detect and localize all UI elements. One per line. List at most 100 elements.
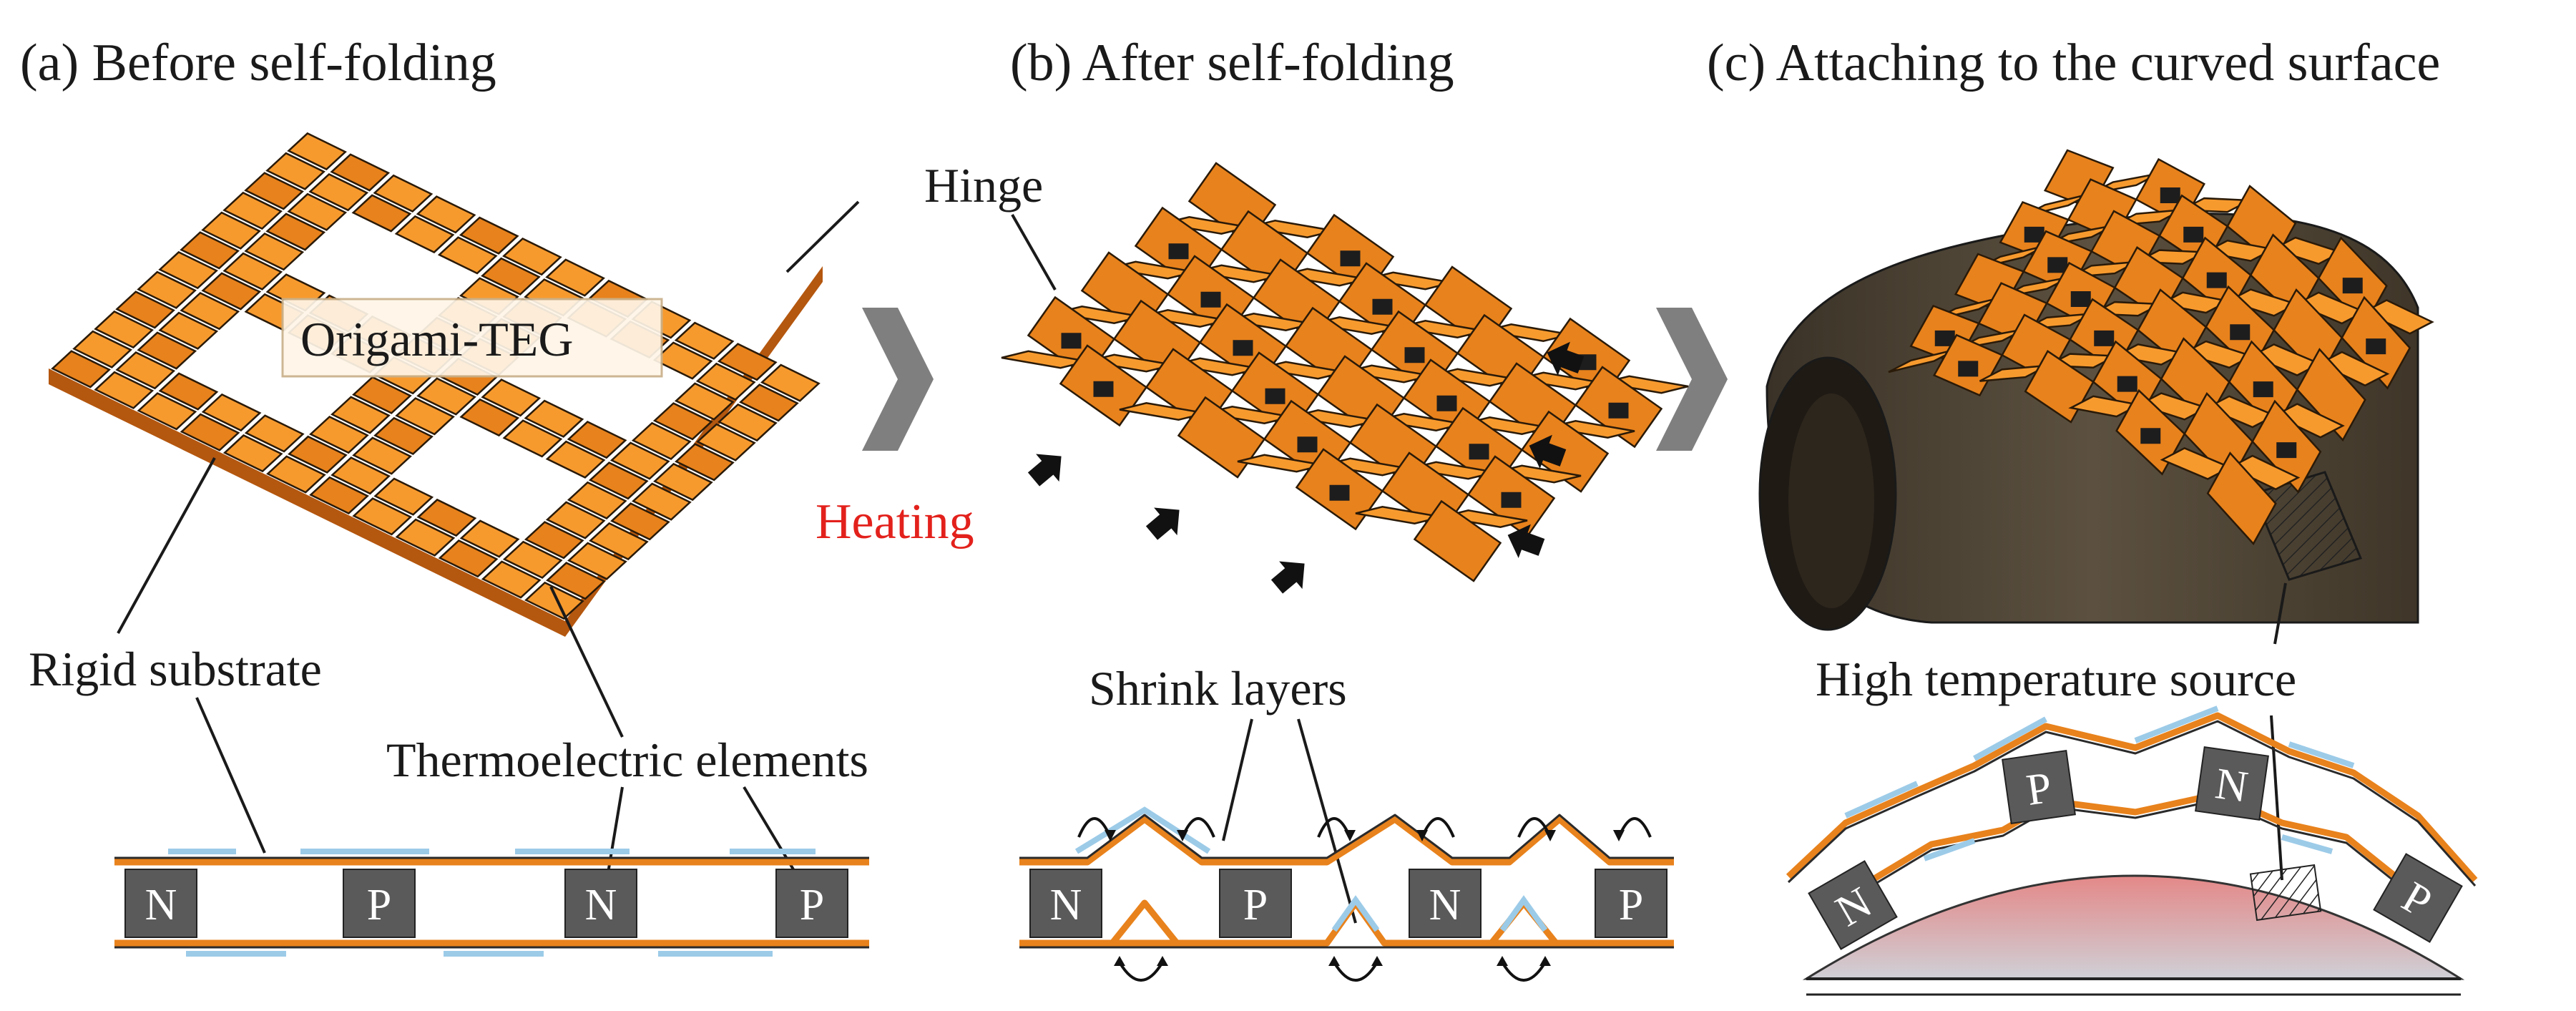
high-temperature-source-label: High temperature source (1816, 652, 2296, 706)
substrate-tile (717, 343, 778, 381)
substrate-tile (94, 310, 154, 349)
substrate-tile (244, 414, 305, 453)
hinge-shadow (2047, 257, 2068, 273)
hinge-shadow (2094, 330, 2115, 346)
substrate-tile (158, 311, 219, 350)
substrate-tile (180, 292, 240, 331)
hinge-label: Hinge (924, 158, 1043, 213)
element-label-a-4: P (800, 881, 824, 929)
element-label-a-3: N (585, 881, 617, 929)
substrate-tile (481, 257, 541, 296)
origami-teg-label-box (281, 298, 663, 378)
hinge-shadow (1501, 492, 1522, 508)
te-element-a-4 (775, 869, 848, 938)
substrate-tile (222, 191, 283, 230)
substrate-tile (632, 482, 692, 521)
hinge-shadow (2253, 381, 2273, 398)
substrate-tile (481, 378, 542, 417)
substrate-tile (395, 518, 456, 557)
bend-arrow-head (1497, 956, 1508, 966)
bend-arrow-icon (1617, 817, 1652, 838)
bend-arrow-head (1539, 956, 1551, 966)
bend-arrow-head (1114, 956, 1125, 966)
substrate-tile (674, 321, 735, 360)
substrate-tile (72, 330, 132, 368)
panel-c-title: (c) Attaching to the curved surface (1707, 34, 2440, 92)
substrate-tile (137, 392, 197, 431)
substrate-tile (588, 461, 649, 500)
hinge-shadow (1469, 444, 1489, 460)
substrate-tile (158, 372, 219, 411)
substrate-tile (545, 501, 606, 539)
substrate-tile (288, 435, 348, 474)
substrate-tile (180, 413, 240, 451)
substrate-tile (718, 403, 778, 442)
folded-tile (2362, 299, 2434, 335)
bottom-shrink-layer (1019, 899, 1674, 947)
substrate-tile (330, 153, 391, 192)
te-element-b-2 (1219, 869, 1292, 938)
te-element-c-1 (1808, 860, 1898, 950)
substrate-tile (567, 421, 627, 459)
hinge-shadow (2183, 226, 2204, 243)
compress-arrow-icon (1145, 507, 1180, 540)
te-element-c-4 (2373, 853, 2463, 943)
substrate-tile (244, 233, 305, 271)
substrate-tile (309, 416, 369, 454)
right-arrow-icon (862, 308, 934, 451)
hinge-shadow (2366, 338, 2386, 355)
substrate-leader (117, 457, 216, 634)
heat-source-dome (1802, 874, 2465, 980)
substrate-tile (351, 194, 412, 233)
hinge-leader-a (785, 200, 860, 273)
substrate-leader-2 (195, 697, 266, 854)
curved-surface-scene (1758, 149, 2434, 631)
substrate-tile (287, 192, 348, 231)
substrate-tile (222, 434, 283, 473)
substrate-tile (352, 497, 413, 536)
substrate-tile (567, 481, 627, 519)
compress-arrow-icon (1270, 561, 1305, 594)
substrate-tile (416, 498, 477, 537)
panel-b-title: (b) After self-folding (1010, 34, 1454, 92)
substrate-tile (524, 521, 584, 560)
cross-section-curved: N P N P (1786, 705, 2478, 996)
hinge-shadow (1093, 381, 1114, 397)
folded-tile (1177, 396, 1266, 479)
substrate-tile (524, 581, 584, 620)
substrate-tile (695, 362, 756, 401)
substrate-tile (545, 440, 606, 479)
bend-arrow-head (1416, 830, 1428, 841)
hinge-shadow (1329, 484, 1350, 501)
origami-teg-label: Origami-TEG (300, 312, 573, 366)
folded-tile (2228, 454, 2301, 491)
folded-tile (2273, 403, 2345, 439)
hinge-shadow (2230, 324, 2251, 341)
hinge-shadow (1168, 243, 1189, 260)
thermoelectric-elements-label: Thermoelectric elements (386, 733, 868, 787)
substrate-tile (51, 350, 111, 389)
substrate-tile (524, 399, 584, 438)
hinge-shadow (1934, 330, 1955, 346)
hinge-shadow (1372, 298, 1393, 315)
bend-arrow-icon (1501, 961, 1547, 982)
bend-arrow-head (1328, 956, 1340, 966)
substrate-tile (459, 398, 520, 437)
substrate-tile (609, 441, 670, 480)
bend-arrow-icon (1333, 961, 1378, 982)
compress-arrow-icon (1507, 524, 1545, 559)
hinge-shadow (2070, 290, 2091, 307)
te-element-b-3 (1409, 869, 1482, 938)
substrate-tile (201, 272, 262, 311)
source-leader (2273, 582, 2287, 645)
heating-label: Heating (816, 494, 974, 550)
hinge-shadow (1340, 250, 1361, 267)
panel-a-title: (a) Before self-folding (20, 34, 496, 92)
substrate-tile (502, 540, 563, 579)
top-shrink-layer (1019, 816, 1674, 866)
substrate-tile (567, 542, 627, 580)
bend-arrow-head (1177, 830, 1188, 841)
compress-arrows (1027, 341, 1585, 594)
substrate-tile (437, 236, 498, 275)
rigid-substrate-label: Rigid substrate (29, 642, 322, 696)
